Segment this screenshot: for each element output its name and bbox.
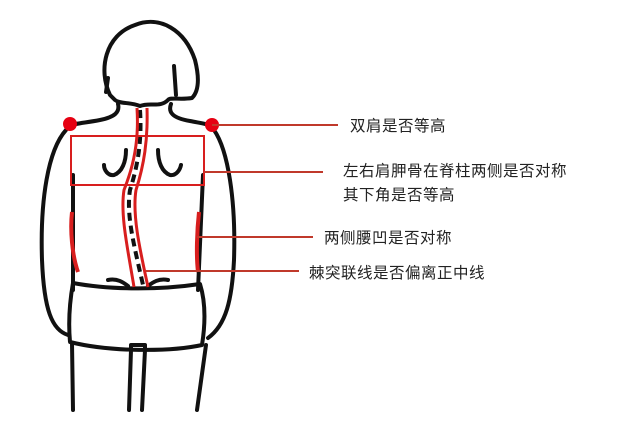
hair-outline: [102, 19, 200, 108]
right-arm: [206, 128, 237, 340]
left-shoulder-dot: [63, 117, 77, 131]
label-scapula-line2: 其下角是否等高: [343, 186, 456, 204]
label-scapula-line1: 左右肩胛骨在脊柱两侧是否对称: [343, 162, 568, 180]
left-arm: [39, 128, 70, 337]
waist-mark-right: [194, 211, 201, 273]
shorts-outline: [67, 281, 207, 352]
spine-dashed-line: [126, 109, 145, 286]
left-leg: [70, 341, 75, 412]
label-shoulders: 双肩是否等高: [350, 117, 447, 135]
scapula-right: [156, 148, 183, 178]
waist-mark-left: [69, 211, 80, 273]
lower-back-curve-left: [106, 277, 130, 288]
hair-strand-left: [104, 76, 110, 94]
scapula-left: [102, 148, 128, 178]
crotch: [129, 343, 147, 351]
neck-left: [68, 102, 121, 128]
scapula-box: [70, 135, 205, 186]
right-leg: [195, 343, 208, 412]
inner-leg-right: [140, 348, 147, 412]
hair-strand-right: [172, 64, 178, 97]
label-waist: 两侧腰凹是否对称: [324, 229, 453, 247]
label-spine: 棘突联线是否偏离正中线: [309, 264, 486, 282]
inner-leg-left: [127, 348, 133, 412]
lower-back-curve-right: [146, 277, 170, 288]
